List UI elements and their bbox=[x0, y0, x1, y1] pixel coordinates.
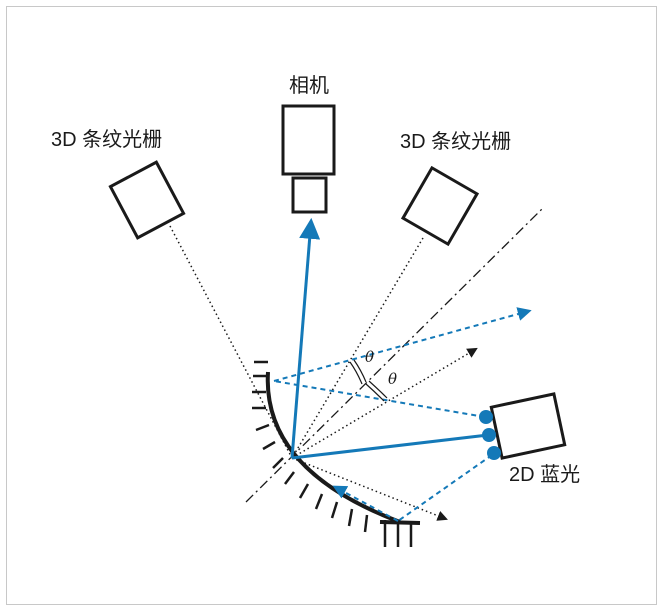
diagram-frame bbox=[6, 6, 657, 605]
surface-normal-line bbox=[245, 207, 544, 503]
blue-light-source-icon bbox=[479, 392, 567, 460]
theta-label-2: θ bbox=[388, 370, 397, 388]
right-projector-label: 3D 条纹光栅 bbox=[400, 130, 511, 153]
left-projector-label: 3D 条纹光栅 bbox=[51, 128, 162, 151]
blue-light-label: 2D 蓝光 bbox=[509, 463, 580, 486]
blue-light-rays bbox=[273, 307, 532, 522]
right-projector-ray bbox=[291, 237, 424, 459]
theta-label-1: θ bbox=[365, 348, 374, 366]
reflected-ray-lower bbox=[291, 457, 448, 521]
angle-markers bbox=[349, 359, 388, 402]
blue-incident-ray bbox=[291, 433, 489, 460]
camera-observation-ray bbox=[290, 217, 321, 459]
left-projector-ray bbox=[169, 225, 293, 459]
camera-icon bbox=[281, 104, 336, 214]
right-projector-icon bbox=[400, 165, 480, 247]
camera-label: 相机 bbox=[289, 74, 329, 97]
left-projector-icon bbox=[108, 160, 186, 240]
surface-hatching bbox=[252, 360, 413, 547]
